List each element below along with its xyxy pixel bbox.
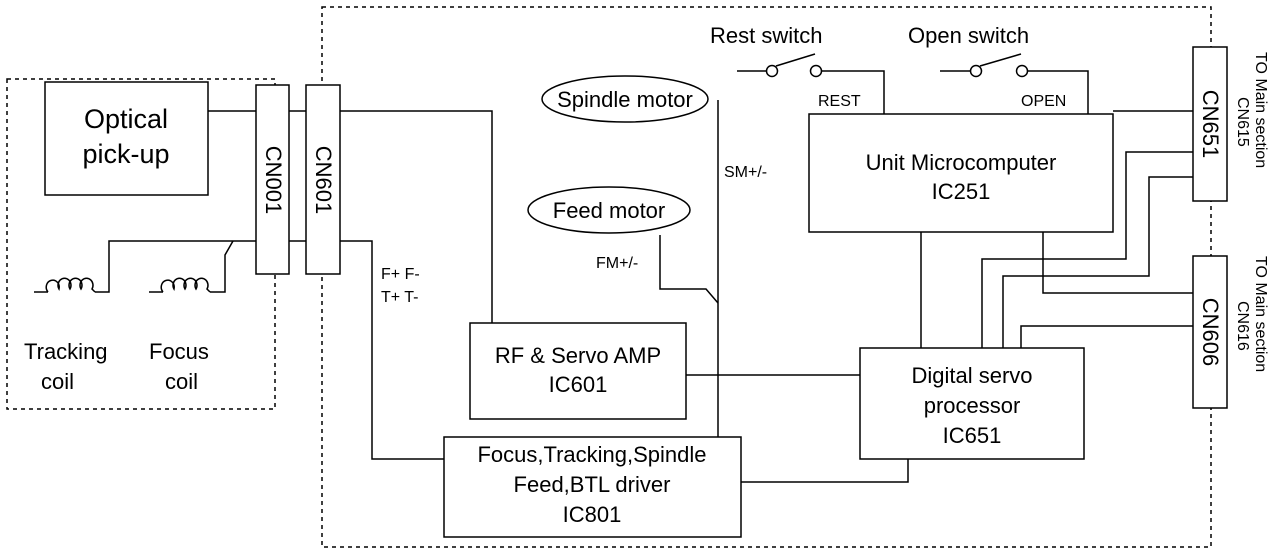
sm-signal-label: SM+/- (724, 164, 767, 181)
cn606-label: CN606 (1198, 298, 1223, 366)
fm-signal-label: FM+/- (596, 255, 638, 272)
optical-pickup-box (44, 81, 209, 196)
feed-motor-ellipse (527, 186, 691, 234)
wiring (34, 70, 1193, 483)
dsp-label-3: IC651 (943, 423, 1002, 448)
focus-coil-label-2: coil (165, 369, 198, 394)
open-switch-label: Open switch (908, 23, 1029, 48)
rest-switch (765, 53, 823, 78)
dest-bottom-line-1: TO Main section (1252, 256, 1269, 372)
open-tag: OPEN (1021, 93, 1066, 110)
microcomputer-label-1: Unit Microcomputer (866, 150, 1057, 175)
tracking-coil-label-2: coil (41, 369, 74, 394)
tracking-coil-label-1: Tracking (24, 339, 108, 364)
tracking-coil-icon (45, 277, 96, 293)
cn601-label: CN601 (311, 146, 336, 214)
f-signal-label: F+ F- (381, 266, 420, 283)
dsp-label-1: Digital servo (911, 363, 1032, 388)
spindle-motor-ellipse (541, 75, 709, 123)
cn601-connector (305, 84, 341, 275)
cn001-connector (255, 84, 290, 275)
rest-switch-label: Rest switch (710, 23, 822, 48)
cn606-connector (1192, 255, 1228, 409)
dsp-label-2: processor (924, 393, 1021, 418)
cn651-label: CN651 (1198, 90, 1223, 158)
main-board-border (321, 6, 1212, 548)
cn001-label: CN001 (261, 146, 286, 214)
spindle-motor-label: Spindle motor (557, 87, 693, 112)
dest-bottom-line-2: CN616 (1234, 301, 1251, 351)
rf-amp-label-1: RF & Servo AMP (495, 343, 661, 368)
cn651-connector (1192, 46, 1228, 202)
digital-servo-processor-block (859, 347, 1085, 460)
driver-label-2: Feed,BTL driver (514, 472, 671, 497)
focus-coil-label-1: Focus (149, 339, 209, 364)
t-signal-label: T+ T- (381, 289, 419, 306)
feed-motor-label: Feed motor (553, 198, 666, 223)
driver-label-1: Focus,Tracking,Spindle (477, 442, 706, 467)
open-switch (969, 53, 1029, 78)
optical-pickup-label-1: Optical (84, 104, 168, 134)
driver-label-3: IC801 (563, 502, 622, 527)
rf-servo-amp-block (469, 322, 687, 420)
rest-tag: REST (818, 93, 861, 110)
driver-block (443, 436, 742, 538)
optical-pickup-label-2: pick-up (82, 139, 169, 169)
dest-top-line-2: CN615 (1234, 97, 1251, 147)
rf-amp-label-2: IC601 (549, 372, 608, 397)
microcomputer-label-2: IC251 (932, 179, 991, 204)
focus-coil-icon (160, 277, 211, 293)
dest-top-line-1: TO Main section (1252, 52, 1269, 168)
microcomputer-block (808, 113, 1114, 233)
